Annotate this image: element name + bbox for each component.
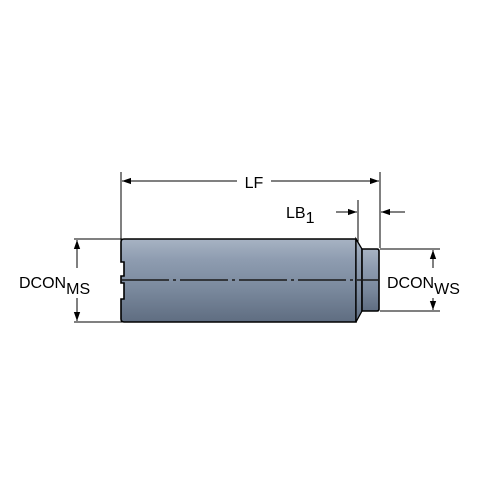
dcon-ms-dimension: DCONMS: [18, 240, 116, 321]
dcon-ms-label-mask: [18, 268, 116, 298]
dcon-ws-label-subscript: WS: [434, 281, 460, 298]
dcon-ws-label-main: DCON: [387, 275, 434, 292]
shank: [120, 238, 357, 323]
lb1-label-subscript: 1: [306, 210, 315, 227]
lf-label: LF: [245, 175, 264, 192]
dcon-ms-label-subscript: MS: [66, 281, 90, 298]
dcon-ms-label-main: DCON: [19, 275, 66, 292]
lb1-dimension: LB1: [286, 205, 405, 227]
lb1-label: LB1: [286, 205, 315, 227]
dcon-ws-dimension: DCONWS: [386, 250, 486, 310]
dcon-ms-label: DCONMS: [19, 275, 90, 298]
lf-dimension: LF: [122, 172, 379, 192]
tool-body: [120, 236, 380, 323]
dcon-ws-label: DCONWS: [387, 275, 460, 298]
lf-label-mask: [237, 172, 271, 190]
extension-lines: [74, 172, 440, 323]
dcon-ws-label-mask: [386, 268, 486, 298]
lb1-label-main: LB: [286, 205, 306, 222]
